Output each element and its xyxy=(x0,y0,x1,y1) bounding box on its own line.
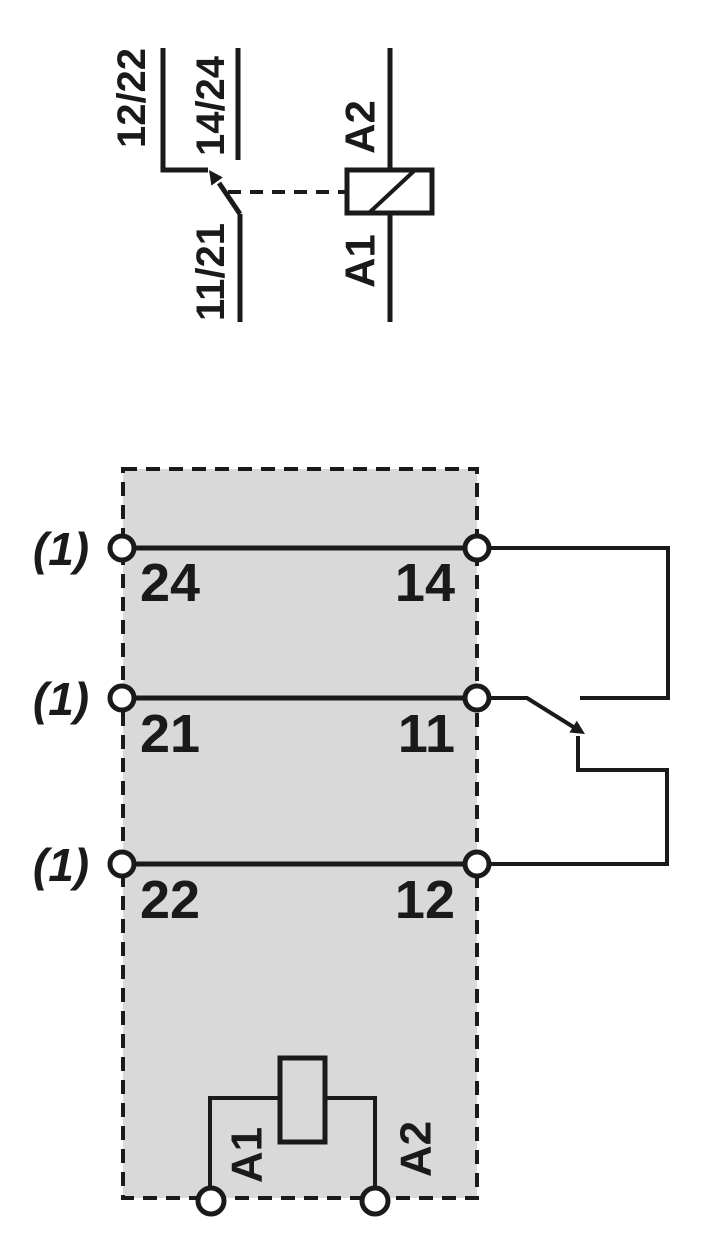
note-marker-row1: (1) xyxy=(33,523,89,575)
note-marker-row2: (1) xyxy=(33,673,89,725)
panel-coil-a1-label: A1 xyxy=(223,1127,272,1183)
terminal-22 xyxy=(107,849,137,879)
terminals xyxy=(107,533,492,1217)
switch-blade-arrow-icon xyxy=(569,720,585,734)
relay-body-shaded-area xyxy=(123,469,477,1198)
panel-coil-a2-label: A2 xyxy=(392,1121,441,1177)
nc-fixed-contact-line xyxy=(160,48,208,173)
changeover-contact-symbol: 12/22 14/24 11/21 xyxy=(110,48,243,322)
terminal-11 xyxy=(462,683,492,713)
terminal-panel-section: A1 A2 (1) (1) (1) xyxy=(33,467,670,1217)
coil-a1-label: A1 xyxy=(337,234,384,288)
contact-blade-line xyxy=(216,181,243,216)
terminal-14 xyxy=(462,533,492,563)
coil-symbol: A2 A1 xyxy=(337,48,435,322)
panel-coil-rectangle xyxy=(277,1055,328,1145)
terminal-label-21: 21 xyxy=(140,704,200,764)
coil-a2-label: A2 xyxy=(337,100,384,154)
note-marker-row3: (1) xyxy=(33,839,89,891)
external-wiring xyxy=(477,546,670,866)
coil-diagonal-line xyxy=(368,169,416,214)
note-markers: (1) (1) (1) xyxy=(33,523,89,891)
coil-wire-a2 xyxy=(325,1096,377,1192)
terminal-label-11: 11 xyxy=(398,704,455,764)
common-contact-label: 11/21 xyxy=(189,223,233,321)
coil-wire-a1 xyxy=(208,1096,280,1192)
terminal-24 xyxy=(107,533,137,563)
relay-body-dashed-border xyxy=(121,467,479,1200)
terminal-12 xyxy=(462,849,492,879)
no-contact-label: 14/24 xyxy=(189,55,233,156)
switch-blade-line xyxy=(490,696,577,730)
nc-contact-label: 12/22 xyxy=(110,48,154,148)
terminal-label-24: 24 xyxy=(140,553,200,613)
terminal-label-22: 22 xyxy=(140,870,200,930)
terminal-number-labels: 24 14 21 11 22 12 xyxy=(140,553,455,930)
terminal-label-14: 14 xyxy=(395,553,455,613)
wire-14-no-path xyxy=(477,546,670,700)
terminal-a2 xyxy=(359,1185,391,1217)
contact-blade-arrow-icon xyxy=(209,170,223,186)
terminal-label-12: 12 xyxy=(395,870,455,930)
panel-coil: A1 A2 xyxy=(208,1055,441,1192)
terminal-a1 xyxy=(195,1185,227,1217)
wire-12-nc-path xyxy=(489,736,669,866)
schematic-symbol-section: 12/22 14/24 11/21 A2 A1 xyxy=(110,48,435,322)
terminal-21 xyxy=(107,683,137,713)
